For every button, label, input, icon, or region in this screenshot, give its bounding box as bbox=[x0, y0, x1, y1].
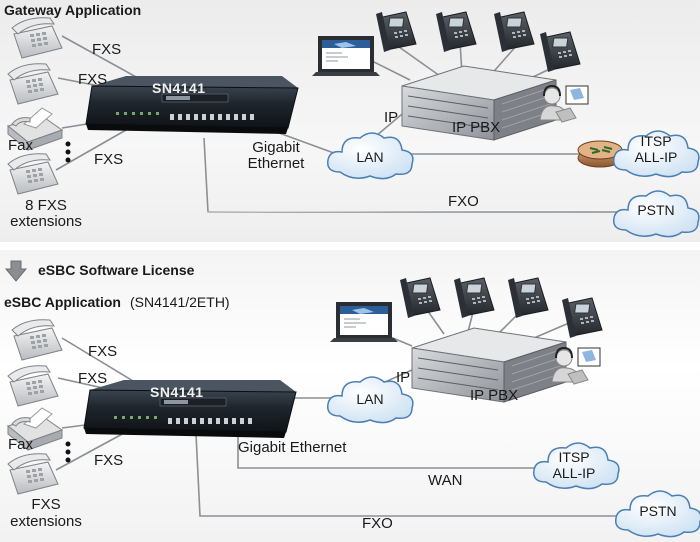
ip-label-bottom: IP bbox=[396, 369, 411, 386]
device-name-bottom: SN4141 bbox=[150, 384, 204, 400]
wan-line bbox=[237, 428, 540, 469]
esbc-title: eSBC Application bbox=[4, 294, 121, 310]
itsp-label-line1: ITSP bbox=[640, 133, 672, 149]
gigabit-ethernet-label: Gigabit Ethernet bbox=[238, 439, 347, 456]
fxs-line-1-bottom bbox=[61, 337, 139, 385]
ip-phone-icon bbox=[539, 31, 581, 73]
esbc-connections bbox=[55, 299, 620, 517]
itsp-label-line2: ALL-IP bbox=[634, 149, 678, 165]
fxo-label: FXO bbox=[448, 193, 479, 210]
gateway-title: Gateway Application bbox=[4, 2, 142, 18]
laptop-pbx-line bbox=[369, 59, 411, 81]
esbc-title-suffix: (SN4141/2ETH) bbox=[130, 294, 230, 310]
fxo-line-bottom bbox=[195, 433, 620, 517]
fxs-label-2-bottom: FXS bbox=[78, 370, 108, 387]
fxs-label-3-bottom: FXS bbox=[94, 452, 124, 469]
ip-pbx-label-bottom: IP PBX bbox=[470, 387, 519, 404]
ip-phone-icon bbox=[435, 11, 477, 53]
fxo-label-bottom: FXO bbox=[362, 515, 393, 532]
ip-phone-icon bbox=[399, 277, 441, 319]
lan-label: LAN bbox=[356, 149, 384, 165]
fxs-label-1: FXS bbox=[92, 41, 122, 58]
extensions-label-line1: 8 FXS bbox=[25, 197, 67, 214]
fxs-line-1 bbox=[61, 35, 139, 79]
ip-label: IP bbox=[384, 109, 399, 126]
fxs-line-3 bbox=[55, 129, 127, 171]
extensions-label-bottom-line2: extensions bbox=[10, 513, 82, 530]
fxs-label-3: FXS bbox=[94, 151, 124, 168]
analog-phone-icon bbox=[7, 365, 59, 407]
ipphone-pbx-lines-bottom bbox=[419, 299, 577, 345]
itsp-label-bottom-line1: ITSP bbox=[558, 449, 590, 465]
fax-label: Fax bbox=[8, 137, 34, 154]
extensions-label-line2: extensions bbox=[10, 213, 82, 230]
arrow-down-icon bbox=[4, 260, 28, 282]
extensions-label-bottom-line1: FXS bbox=[31, 496, 61, 513]
ip-phone-icon bbox=[561, 297, 603, 339]
ip-phone-icon bbox=[507, 277, 549, 319]
ipphone-pbx-lines bbox=[391, 41, 557, 89]
laptop-icon bbox=[312, 36, 380, 76]
ellipsis-dots-icon bbox=[65, 141, 71, 163]
license-label: eSBC Software License bbox=[38, 262, 195, 278]
analog-phone-icon bbox=[7, 153, 59, 195]
analog-phone-icon bbox=[7, 453, 59, 495]
ellipsis-dots-icon bbox=[65, 441, 71, 463]
gigabit-label-line2: Ethernet bbox=[247, 155, 305, 172]
itsp-label-bottom-line2: ALL-IP bbox=[552, 465, 596, 481]
device-name: SN4141 bbox=[152, 80, 206, 96]
fxs-label-2: FXS bbox=[78, 71, 108, 88]
wan-label: WAN bbox=[428, 472, 463, 489]
analog-phone-icon bbox=[11, 17, 63, 59]
gigabit-label-line1: Gigabit bbox=[252, 139, 300, 156]
ip-pbx-label: IP PBX bbox=[452, 119, 501, 136]
analog-phone-icon bbox=[11, 319, 63, 361]
lan-label-bottom: LAN bbox=[356, 391, 384, 407]
pstn-label-bottom: PSTN bbox=[639, 503, 677, 519]
ip-phone-icon bbox=[453, 277, 495, 319]
fxs-label-1-bottom: FXS bbox=[88, 343, 118, 360]
fxs-line-3-bottom bbox=[55, 431, 127, 471]
fax-label-bottom: Fax bbox=[8, 436, 34, 453]
ip-phone-icon bbox=[493, 11, 535, 53]
laptop-icon bbox=[330, 302, 398, 342]
pstn-label: PSTN bbox=[637, 202, 675, 218]
ip-phone-icon bbox=[375, 11, 417, 53]
analog-phone-icon bbox=[7, 63, 59, 105]
